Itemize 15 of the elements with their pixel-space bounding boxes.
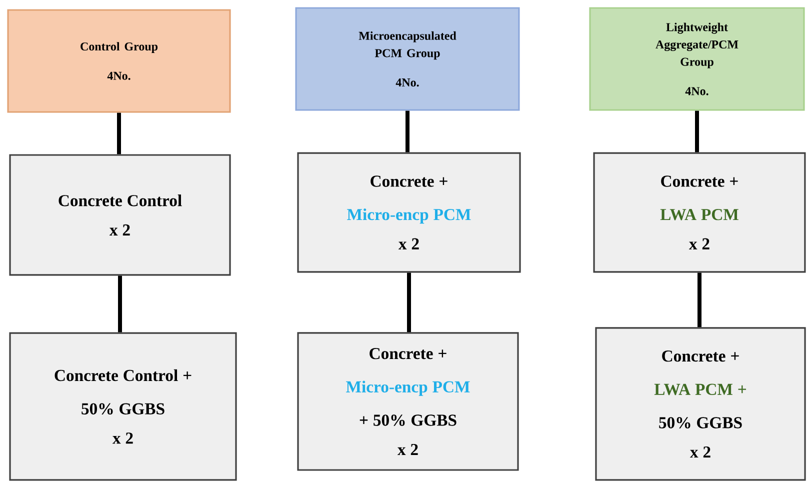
connector-line — [698, 272, 702, 328]
sample-box: Concrete + Micro-encp PCM x 2 — [297, 152, 521, 273]
connector-line — [695, 110, 699, 152]
sample-box: Concrete Control + 50% GGBS x 2 — [9, 332, 237, 481]
connector-line — [117, 112, 121, 154]
sample-box: Concrete + Micro-encp PCM + 50% GGBS x 2 — [297, 332, 519, 471]
sample-box: Concrete + LWA PCM x 2 — [593, 152, 806, 273]
group-header-box: Lightweight Aggregate/PCM Group 4No. — [589, 7, 805, 111]
sample-box: Concrete + LWA PCM + 50% GGBS x 2 — [595, 327, 806, 481]
sample-box: Concrete Control x 2 — [9, 154, 231, 276]
group-header-box: Microencapsulated PCM Group 4No. — [295, 7, 520, 111]
group-header-box: Control Group 4No. — [7, 9, 231, 113]
connector-line — [406, 110, 410, 152]
connector-line — [407, 272, 411, 332]
connector-line — [118, 276, 122, 332]
